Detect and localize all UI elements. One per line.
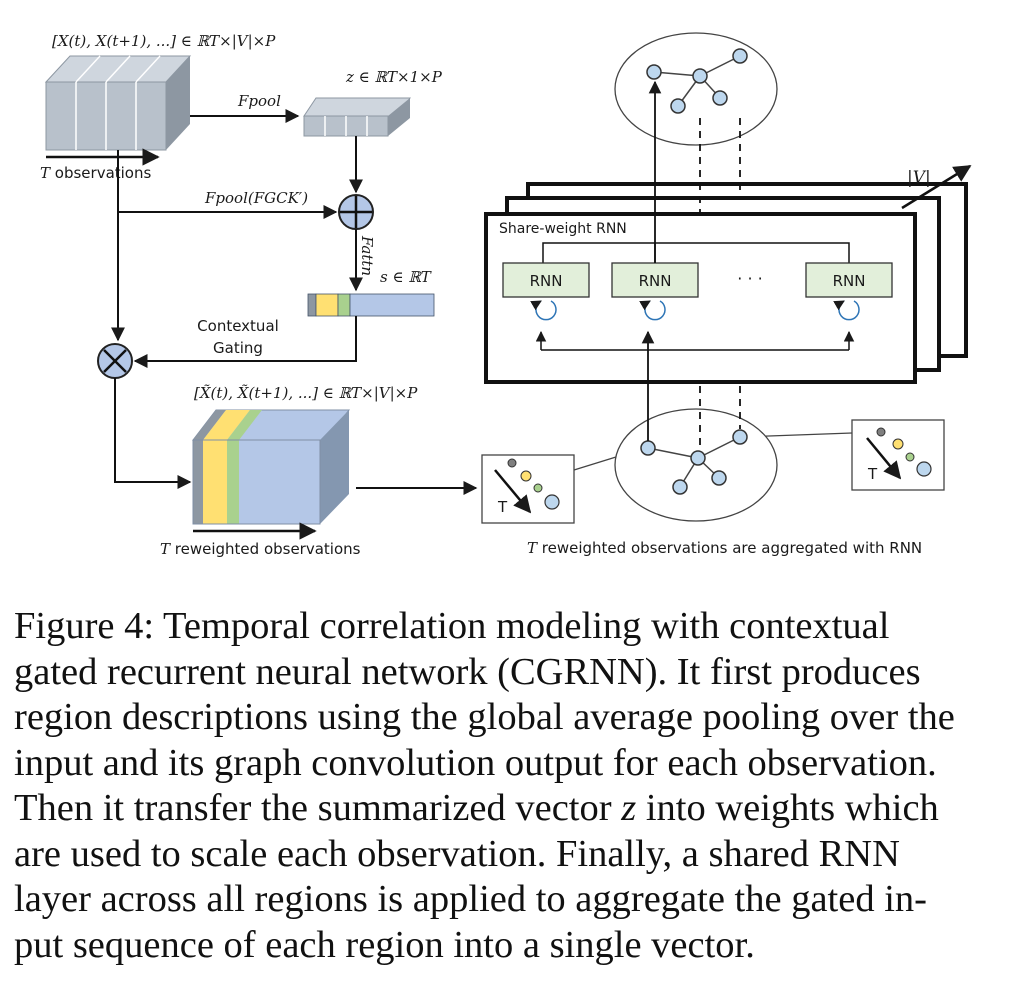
caption-line-5: Then it transfer the summarized vector z…: [14, 787, 939, 829]
svg-text:T: T: [867, 465, 878, 483]
v-label: |V|: [907, 168, 931, 188]
rnn-cell-2: RNN: [611, 262, 699, 298]
attn-label: Fattn: [358, 235, 376, 276]
share-weight-label: Share-weight RNN: [499, 221, 627, 237]
caption-line-6: are used to scale each observation. Fina…: [14, 832, 900, 875]
rnn-ellipsis: · · ·: [737, 269, 762, 288]
contextual-label-2: Gating: [213, 339, 263, 357]
gating-arrow: [133, 316, 357, 368]
pool-gc-label: Fpool(FGCK′): [204, 189, 308, 207]
output-graph: [614, 32, 778, 146]
svg-text:RNN: RNN: [639, 272, 672, 290]
z-label: z ∈ ℝT×1×P: [345, 68, 443, 86]
input-tensor: [44, 55, 192, 151]
rnn-cell-3: RNN: [805, 262, 893, 298]
caption-line-8: put sequence of each region into a singl…: [14, 923, 755, 966]
figure-caption: Figure 4: Temporal correlation modeling …: [14, 604, 1014, 968]
reweighted-obs-label: T reweighted observations: [160, 540, 361, 558]
v-dimension-arrow: [901, 164, 972, 210]
svg-text:RNN: RNN: [530, 272, 563, 290]
svg-text:T: T: [497, 498, 508, 516]
s-vector: [307, 293, 435, 317]
caption-line-3: region descriptions using the global ave…: [14, 696, 955, 738]
caption-line-1: Figure 4: Temporal correlation modeling …: [14, 605, 890, 647]
s-label: s ∈ ℝT: [380, 268, 432, 286]
multiply-to-output-arrow: [114, 378, 192, 489]
pool-label: Fpool: [237, 92, 281, 110]
sum-node: [338, 194, 374, 230]
reweighted-tensor: [191, 409, 351, 525]
recurrent-loop-1: [530, 300, 557, 321]
shared-weight-bracket: [542, 242, 850, 263]
caption-line-2: gated recurrent neural network (CGRNN). …: [14, 650, 921, 693]
input-graph: [614, 408, 778, 522]
caption-line-4: input and its graph convolution output f…: [14, 741, 937, 784]
rnn-cell-1: RNN: [502, 262, 590, 298]
recurrent-loop-2: [639, 300, 666, 321]
recurrent-loop-3: [833, 300, 860, 321]
rnn-layer-front: [484, 212, 917, 384]
reweighted-tensor-label: [X̃(t), X̃(t+1), ...] ∈ ℝT×|V|×P: [194, 384, 418, 402]
svg-text:RNN: RNN: [833, 272, 866, 290]
contextual-label-1: Contextual: [197, 317, 279, 335]
aggregated-label: T reweighted observations are aggregated…: [527, 539, 922, 557]
caption-line-7: layer across all regions is applied to a…: [14, 878, 927, 920]
observations-label: T observations: [40, 164, 151, 182]
sequence-callout-right: T: [741, 419, 945, 491]
cgrnn-diagram: [X(t), X(t+1), ...] ∈ ℝT×|V|×P T observa…: [40, 32, 972, 558]
z-tensor: [303, 97, 411, 137]
multiply-node: [97, 343, 133, 379]
sequence-callout-left: T: [481, 447, 646, 524]
input-tensor-label: [X(t), X(t+1), ...] ∈ ℝT×|V|×P: [52, 32, 276, 50]
